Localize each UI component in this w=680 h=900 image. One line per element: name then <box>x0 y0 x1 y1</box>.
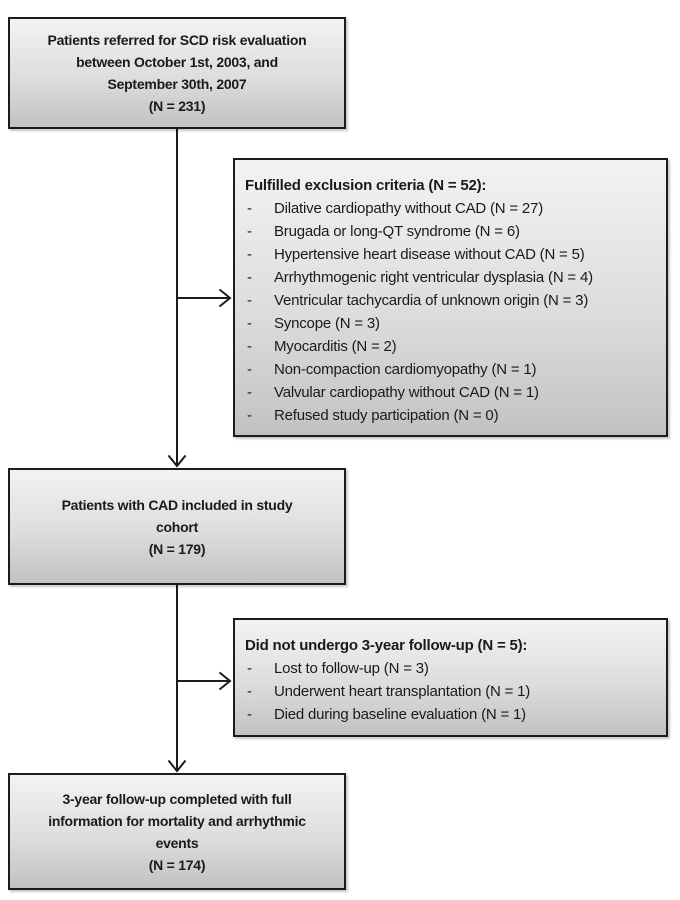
followup-loss-box: Did not undergo 3-year follow-up (N = 5)… <box>233 618 668 737</box>
dash-bullet: - <box>247 660 252 677</box>
arrowhead-down-final <box>167 759 187 773</box>
referred-patients-text: Patients referred for SCD risk evaluatio… <box>47 32 307 114</box>
dash-bullet: - <box>247 683 252 700</box>
dash-bullet: - <box>247 338 252 355</box>
list-item: - Underwent heart transplantation (N = 1… <box>245 680 656 703</box>
list-item: - Brugada or long-QT syndrome (N = 6) <box>245 220 656 243</box>
dash-bullet: - <box>247 384 252 401</box>
list-item: - Hypertensive heart disease without CAD… <box>245 243 656 266</box>
final-followup-box: 3-year follow-up completed with full inf… <box>8 773 346 890</box>
list-item-text: Dilative cardiopathy without CAD (N = 27… <box>274 200 543 217</box>
dash-bullet: - <box>247 407 252 424</box>
list-item: - Ventricular tachycardia of unknown ori… <box>245 289 656 312</box>
cad-cohort-text: Patients with CAD included in study coho… <box>61 496 293 557</box>
list-item-text: Non-compaction cardiomyopathy (N = 1) <box>274 361 537 378</box>
list-item: - Non-compaction cardiomyopathy (N = 1) <box>245 358 656 381</box>
list-item-text: Underwent heart transplantation (N = 1) <box>274 683 531 700</box>
list-item-text: Arrhythmogenic right ventricular dysplas… <box>274 269 593 286</box>
list-item-text: Brugada or long-QT syndrome (N = 6) <box>274 223 520 240</box>
list-item-text: Lost to follow-up (N = 3) <box>274 660 429 677</box>
followup-loss-title: Did not undergo 3-year follow-up (N = 5)… <box>245 637 528 654</box>
list-item: - Lost to follow-up (N = 3) <box>245 657 656 680</box>
dash-bullet: - <box>247 223 252 240</box>
list-item: - Refused study participation (N = 0) <box>245 404 656 427</box>
list-item-text: Refused study participation (N = 0) <box>274 407 499 424</box>
list-item: - Myocarditis (N = 2) <box>245 335 656 358</box>
followup-loss-list: - Lost to follow-up (N = 3) - Underwent … <box>245 657 656 726</box>
list-item-text: Syncope (N = 3) <box>274 315 380 332</box>
list-item-text: Hypertensive heart disease without CAD (… <box>274 246 585 263</box>
dash-bullet: - <box>247 200 252 217</box>
final-followup-text: 3-year follow-up completed with full inf… <box>48 790 306 873</box>
dash-bullet: - <box>247 315 252 332</box>
list-item: - Dilative cardiopathy without CAD (N = … <box>245 197 656 220</box>
arrowhead-down-cohort <box>167 454 187 468</box>
cad-cohort-box: Patients with CAD included in study coho… <box>8 468 346 585</box>
list-item-text: Valvular cardiopathy without CAD (N = 1) <box>274 384 539 401</box>
arrowhead-right-exclusion <box>218 288 232 308</box>
exclusion-criteria-list: - Dilative cardiopathy without CAD (N = … <box>245 197 656 427</box>
list-item: - Died during baseline evaluation (N = 1… <box>245 703 656 726</box>
list-item-text: Died during baseline evaluation (N = 1) <box>274 706 526 723</box>
list-item: - Valvular cardiopathy without CAD (N = … <box>245 381 656 404</box>
dash-bullet: - <box>247 706 252 723</box>
list-item-text: Myocarditis (N = 2) <box>274 338 397 355</box>
dash-bullet: - <box>247 361 252 378</box>
list-item-text: Ventricular tachycardia of unknown origi… <box>274 292 589 309</box>
dash-bullet: - <box>247 246 252 263</box>
exclusion-criteria-title: Fulfilled exclusion criteria (N = 52): <box>245 177 487 194</box>
dash-bullet: - <box>247 292 252 309</box>
arrowhead-right-loss <box>218 671 232 691</box>
exclusion-criteria-box: Fulfilled exclusion criteria (N = 52): -… <box>233 158 668 437</box>
dash-bullet: - <box>247 269 252 286</box>
referred-patients-box: Patients referred for SCD risk evaluatio… <box>8 17 346 129</box>
list-item: - Syncope (N = 3) <box>245 312 656 335</box>
list-item: - Arrhythmogenic right ventricular dyspl… <box>245 266 656 289</box>
